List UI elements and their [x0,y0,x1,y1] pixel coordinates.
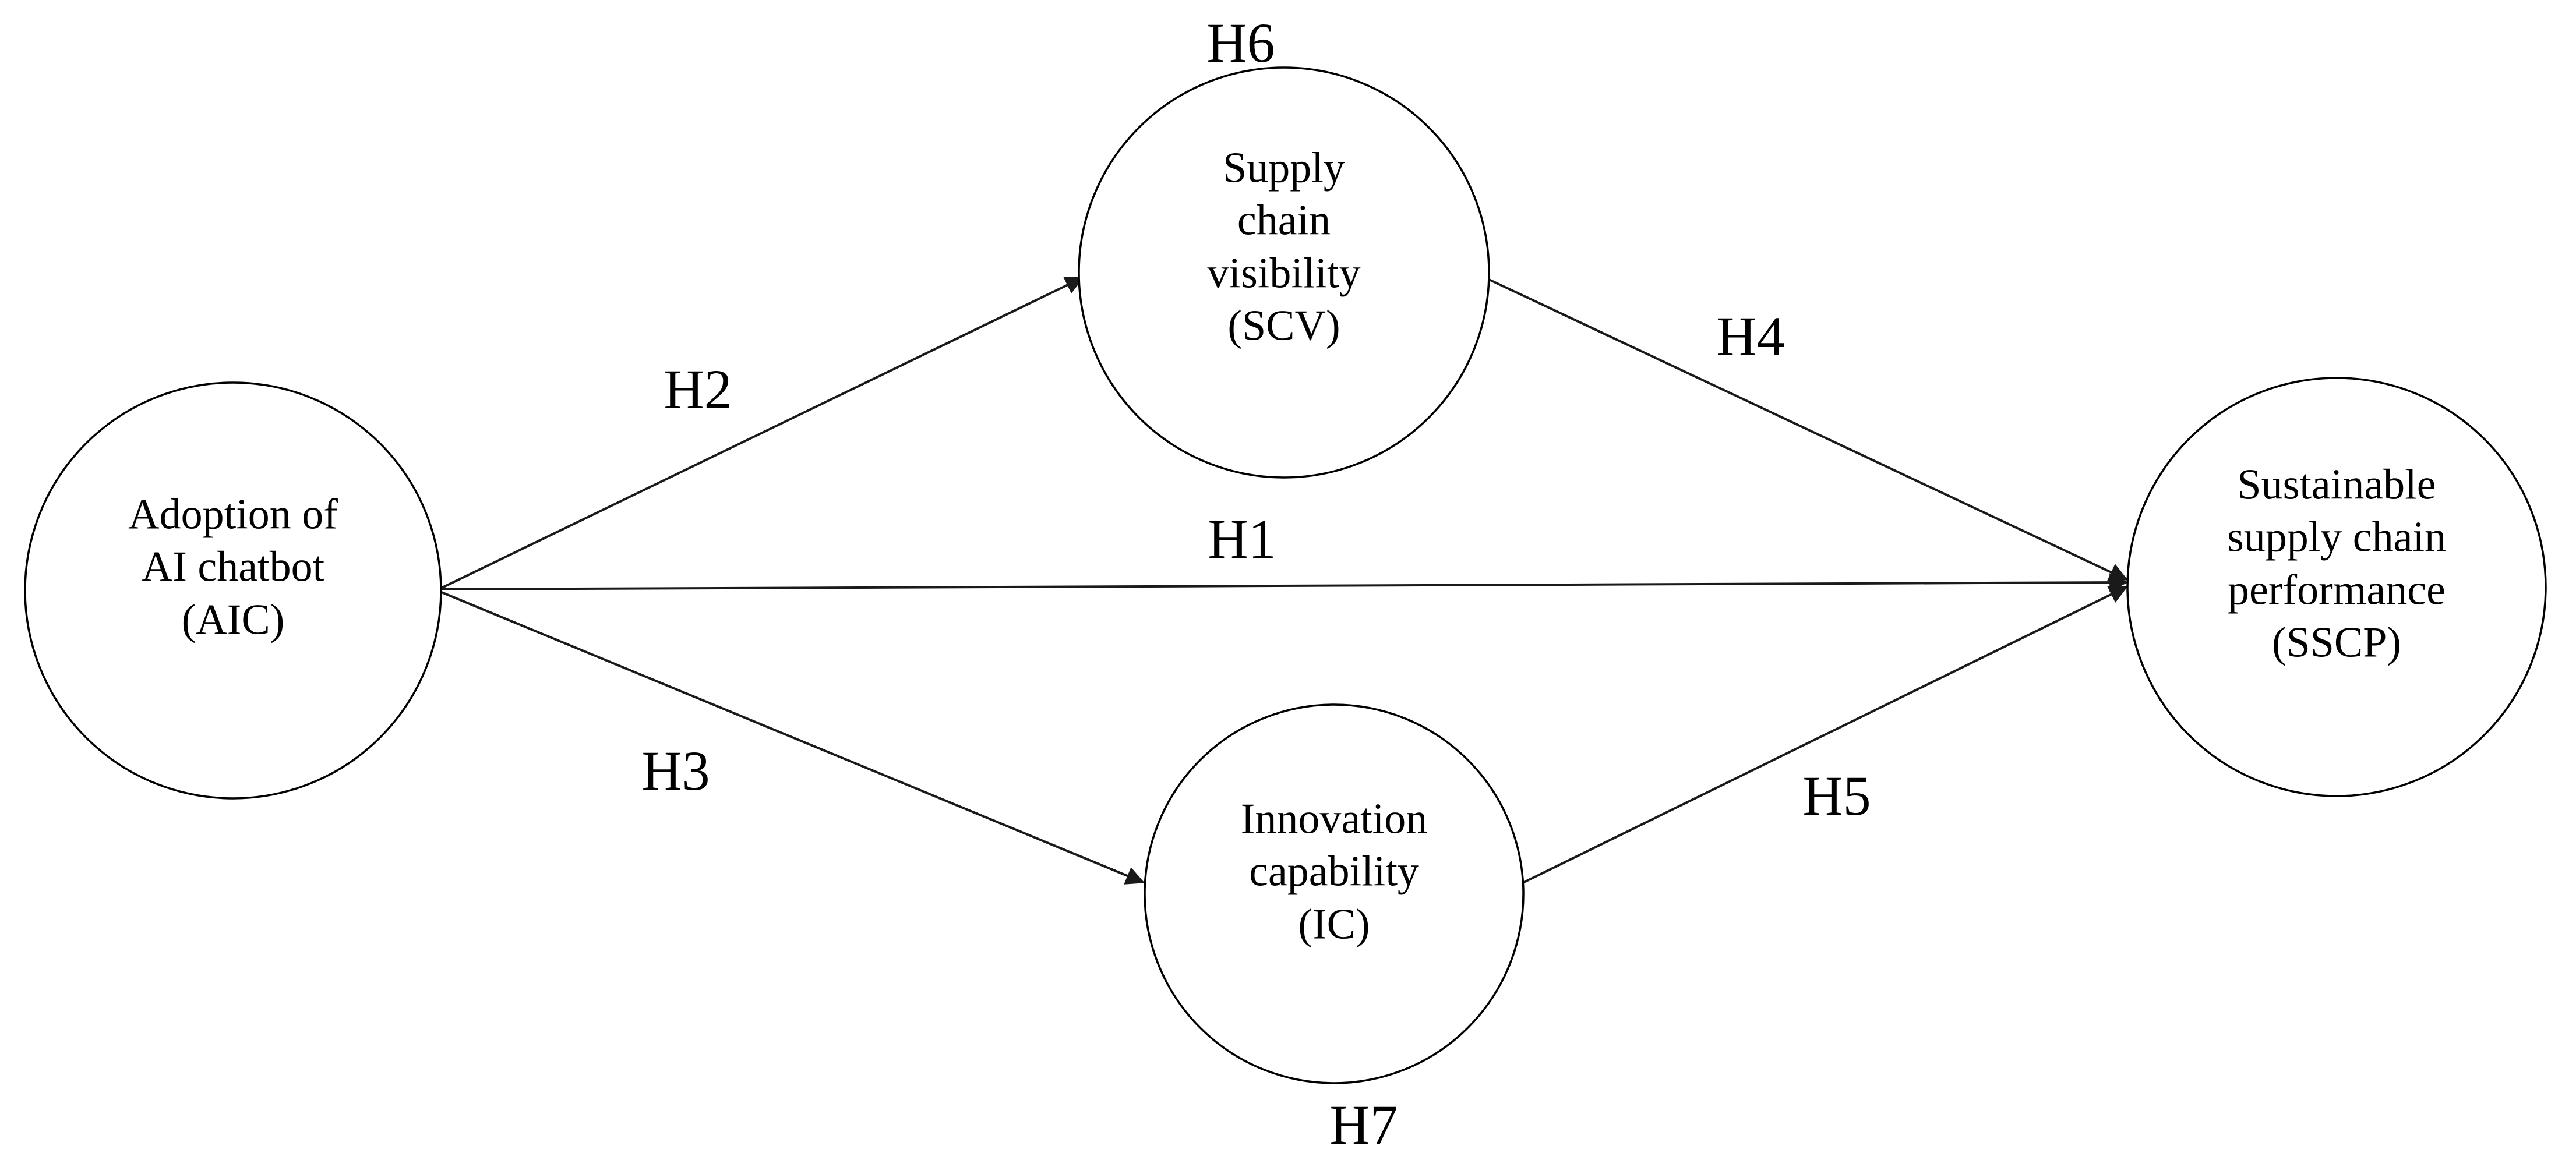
node-aic-circle [24,381,442,800]
edge-h1-aic-to-sscp-arrow [438,573,2129,592]
edge-h5-ic-to-sscp-arrow [1522,586,2128,884]
node-ic-circle [1144,703,1525,1084]
edge-h4-scv-to-sscp-arrow [1488,278,2128,581]
edge-h2-aic-to-scv-arrow [438,277,1084,590]
edge-h3-aic-to-ic-arrow [438,590,1145,885]
node-scv-circle [1078,66,1490,479]
node-sscp-circle [2126,377,2547,797]
